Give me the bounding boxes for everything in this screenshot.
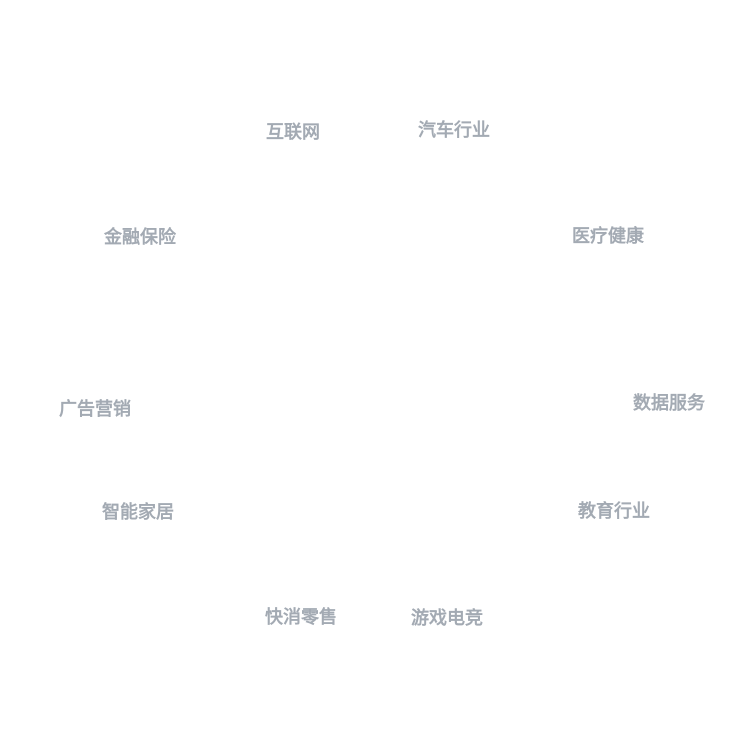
tag-education[interactable]: 教育行业	[578, 501, 650, 522]
tag-internet[interactable]: 互联网	[266, 122, 320, 143]
tag-data[interactable]: 数据服务	[633, 393, 705, 414]
tag-smarthome[interactable]: 智能家居	[102, 502, 174, 523]
tag-gaming[interactable]: 游戏电竞	[411, 608, 483, 629]
tag-finance[interactable]: 金融保险	[104, 227, 176, 248]
tag-auto[interactable]: 汽车行业	[418, 120, 490, 141]
tag-ads[interactable]: 广告营销	[59, 399, 131, 420]
tag-medical[interactable]: 医疗健康	[572, 226, 644, 247]
tag-fmcg[interactable]: 快消零售	[265, 607, 337, 628]
